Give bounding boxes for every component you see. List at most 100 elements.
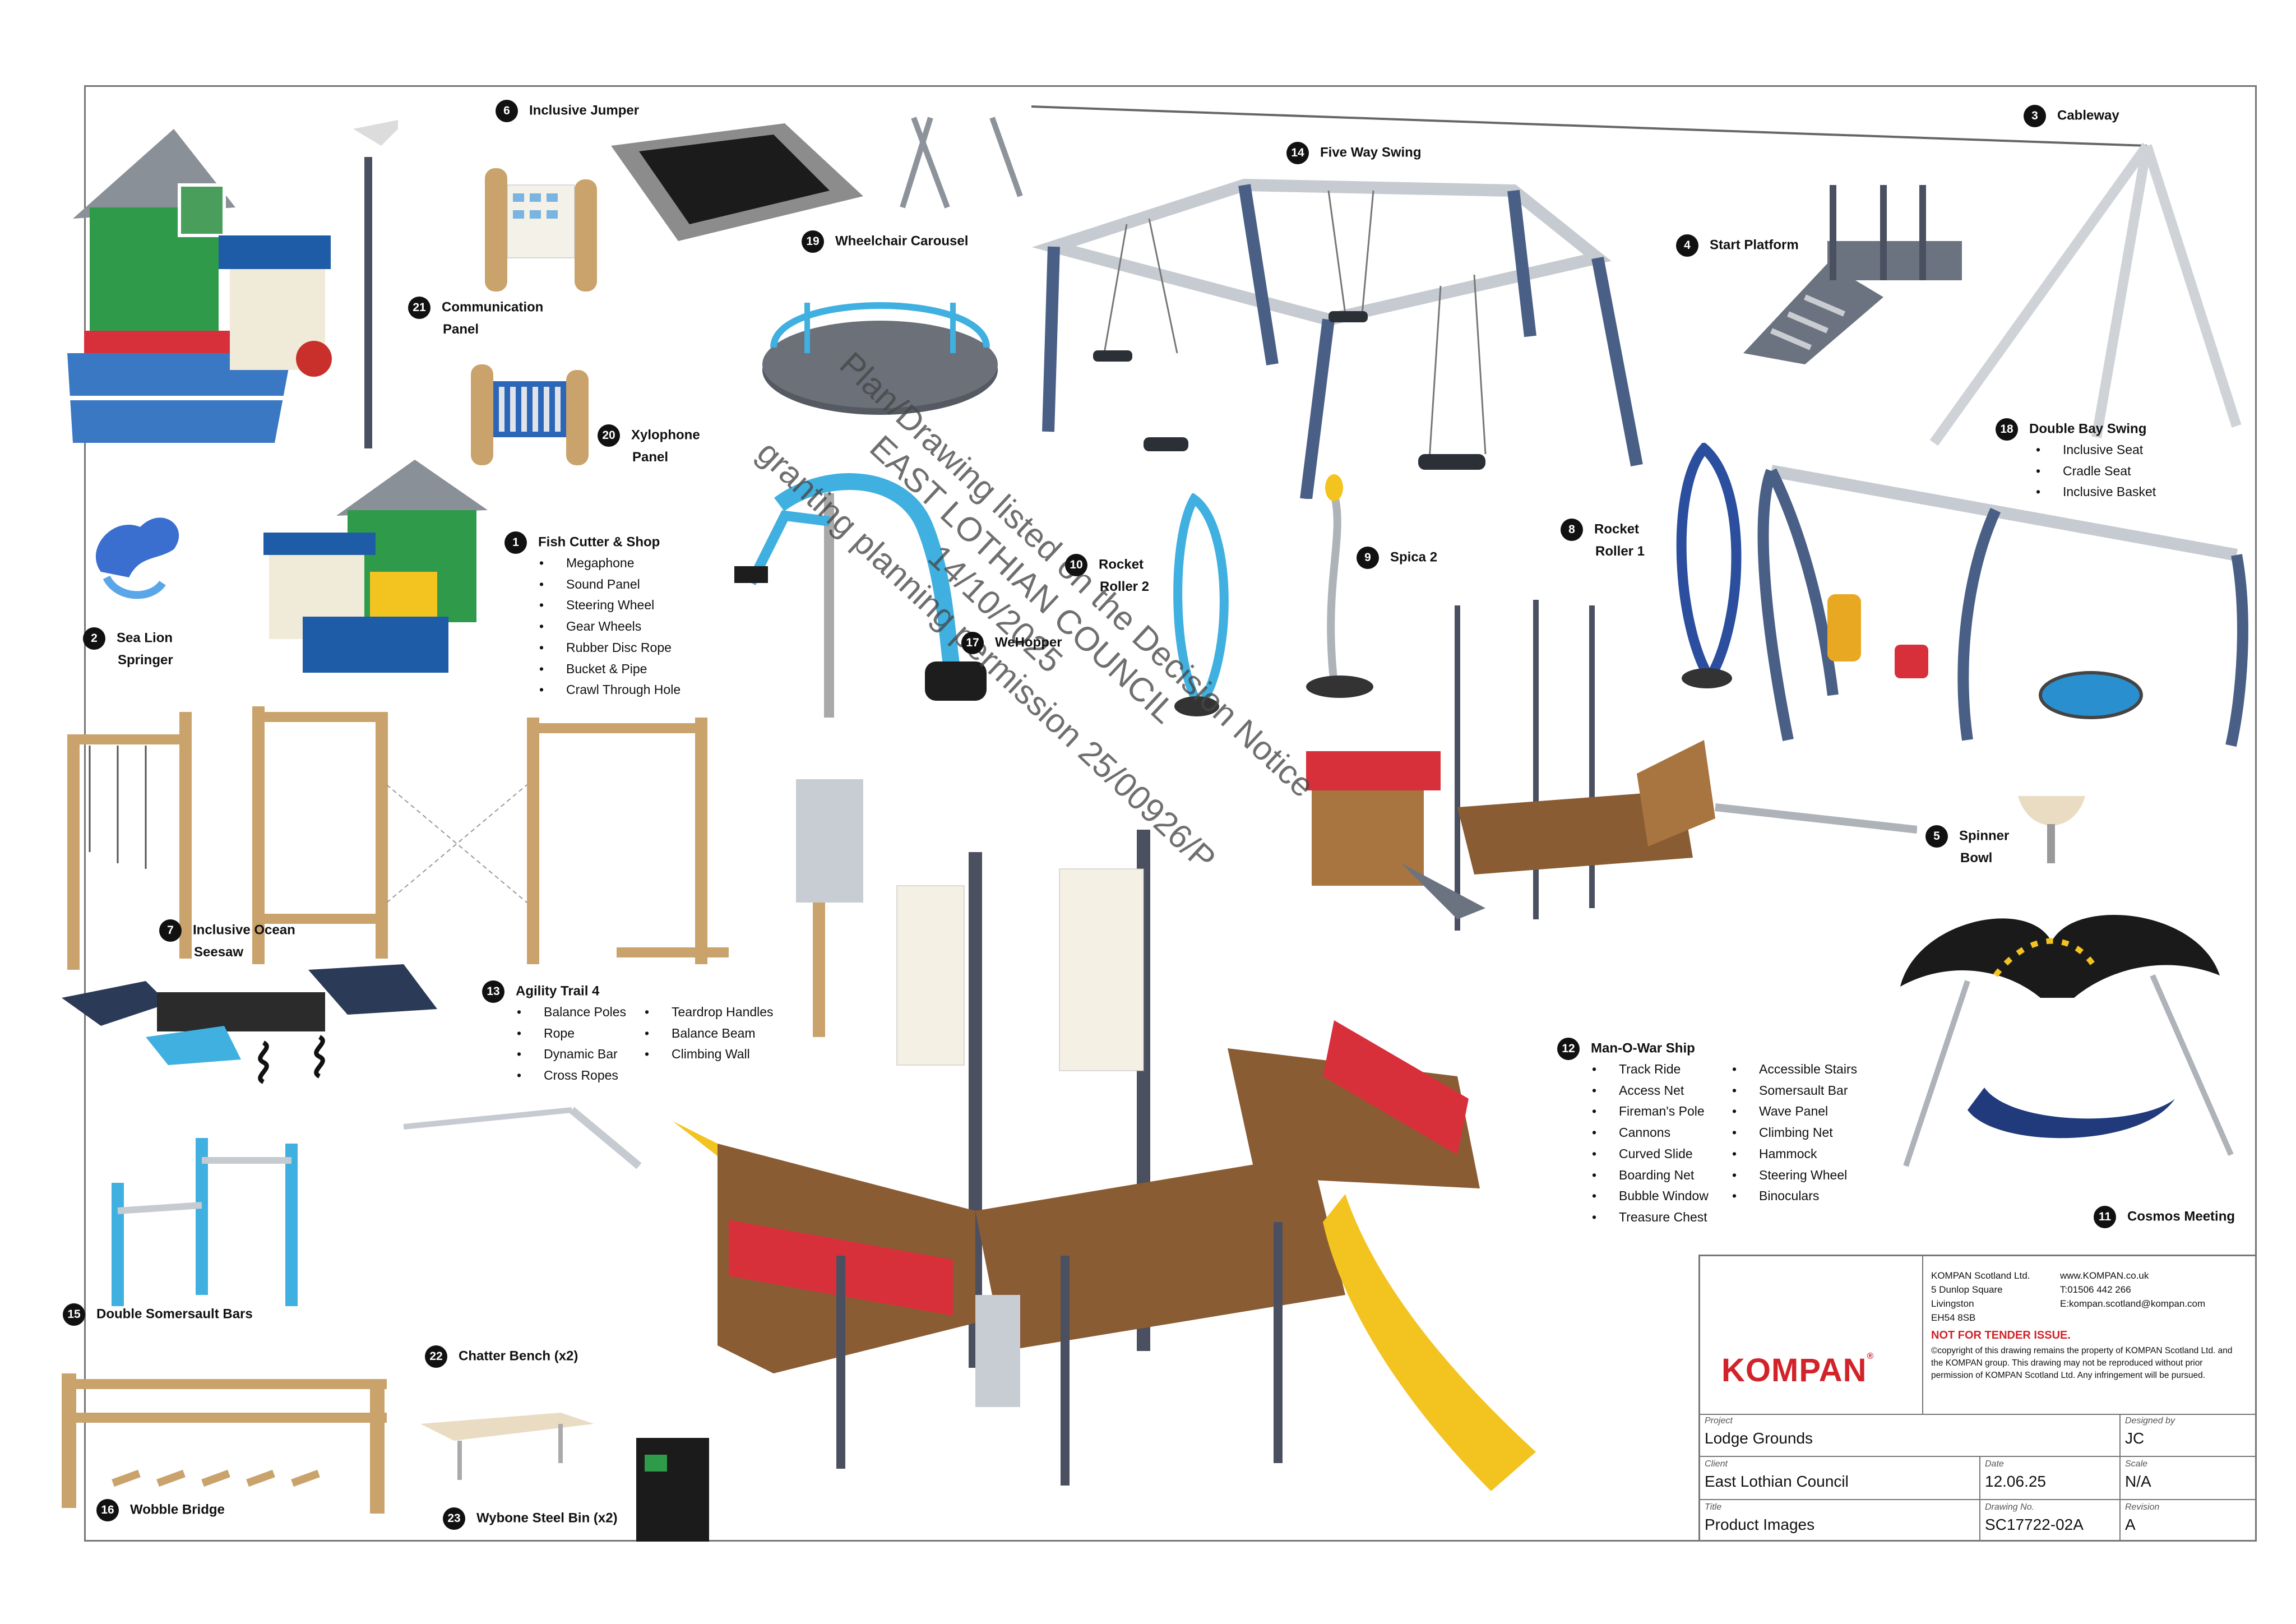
item-title: Five Way Swing (1320, 145, 1422, 160)
item-number-badge: 11 (2094, 1206, 2116, 1228)
item-number-badge: 13 (482, 980, 504, 1003)
feature-item: Teardrop Handles (645, 1002, 774, 1023)
field-label: Revision (2125, 1502, 2160, 1512)
item-number-badge: 17 (961, 632, 984, 654)
item-label-22: 22 Chatter Bench (x2) (425, 1345, 578, 1368)
item-title-line-2: Panel (443, 322, 479, 337)
item-title: Double Somersault Bars (96, 1306, 253, 1322)
feature-item: Climbing Net (1732, 1122, 1857, 1144)
man-o-war-features-col1: Track Ride Access Net Fireman's Pole Can… (1592, 1059, 1709, 1228)
feature-item: Crawl Through Hole (539, 679, 681, 701)
item-title-line-2: Seesaw (194, 945, 244, 960)
xylophone-panel-image (471, 364, 589, 465)
feature-item: Curved Slide (1592, 1144, 1709, 1165)
feature-item: Sound Panel (539, 574, 681, 595)
item-title-line-2: Roller 2 (1100, 579, 1150, 594)
item-number-badge: 12 (1557, 1038, 1580, 1060)
item-title: Wheelchair Carousel (835, 233, 969, 249)
website: www.KOMPAN.co.uk (2060, 1270, 2149, 1281)
item-number-badge: 22 (425, 1345, 447, 1368)
feature-item: Rope (517, 1023, 626, 1044)
item-label-4: 4 Start Platform (1676, 234, 1799, 257)
item-title: Spica 2 (1390, 549, 1438, 565)
feature-item: Inclusive Basket (2036, 482, 2156, 503)
fish-shop-image (263, 460, 488, 673)
item-title: Fish Cutter & Shop (538, 534, 660, 550)
field-label: Project (1705, 1416, 1733, 1426)
somersault-bars-image (112, 1138, 298, 1306)
item-title-line-2: Roller 1 (1595, 544, 1645, 559)
feature-item: Hammock (1732, 1144, 1857, 1165)
item-label-13: 13 Agility Trail 4 (482, 980, 599, 1003)
item-label-9: 9 Spica 2 (1357, 547, 1437, 569)
logo-registered-mark: ® (1867, 1352, 1874, 1361)
item-title: Rocket (1594, 521, 1640, 537)
email: E:kompan.scotland@kompan.com (2060, 1298, 2206, 1309)
item-title: Cosmos Meeting (2127, 1209, 2235, 1224)
divider (1922, 1256, 1923, 1414)
item-number-badge: 7 (159, 919, 182, 942)
man-o-war-features-col2: Accessible Stairs Somersault Bar Wave Pa… (1732, 1059, 1857, 1207)
item-title: Inclusive Ocean (193, 922, 295, 938)
client-cell: Client East Lothian Council (1700, 1457, 1980, 1500)
item-title: Start Platform (1710, 237, 1799, 253)
item-label-1: 1 Fish Cutter & Shop (504, 531, 660, 554)
drawing-number-value: SC17722-02A (1985, 1516, 2084, 1533)
agility-trail-image (67, 706, 863, 1037)
item-number-badge: 14 (1286, 142, 1309, 164)
item-label-7: 7 Inclusive Ocean Seesaw (159, 919, 295, 963)
item-number-badge: 4 (1676, 234, 1698, 257)
item-number-badge: 9 (1357, 547, 1379, 569)
address-line: EH54 8SB (1931, 1312, 1976, 1323)
item-number-badge: 20 (598, 424, 620, 447)
field-label: Title (1705, 1502, 1722, 1512)
fish-cutter-image (67, 120, 398, 448)
feature-item: Gear Wheels (539, 616, 681, 637)
title-cell: Title Product Images (1700, 1500, 1980, 1540)
item-number-badge: 18 (1996, 418, 2018, 441)
feature-item: Bubble Window (1592, 1186, 1709, 1207)
feature-item: Steering Wheel (1732, 1165, 1857, 1186)
cableway-image (1031, 105, 2242, 446)
double-bay-swing-features: Inclusive Seat Cradle Seat Inclusive Bas… (2036, 439, 2156, 503)
phone: T:01506 442 266 (2060, 1284, 2131, 1295)
item-title: Double Bay Swing (2029, 421, 2147, 437)
designed-value: JC (2125, 1429, 2145, 1447)
item-label-18: 18 Double Bay Swing (1996, 418, 2146, 441)
item-number-badge: 1 (504, 531, 527, 554)
scale-cell: Scale N/A (2121, 1457, 2255, 1500)
item-title: Agility Trail 4 (516, 983, 600, 999)
kompan-logo: KOMPAN® (1721, 1352, 1874, 1389)
field-label: Date (1985, 1459, 2004, 1469)
client-value: East Lothian Council (1705, 1473, 1849, 1490)
feature-item: Megaphone (539, 553, 681, 574)
field-label: Client (1705, 1459, 1728, 1469)
communication-panel-image (485, 168, 597, 292)
item-number-badge: 19 (802, 230, 824, 253)
item-number-badge: 2 (83, 627, 105, 650)
revision-cell: Revision A (2121, 1500, 2255, 1540)
wybone-bin-image (636, 1438, 709, 1542)
revision-value: A (2125, 1516, 2136, 1533)
item-title: Xylophone (631, 427, 700, 443)
item-title: Wybone Steel Bin (x2) (476, 1510, 618, 1526)
wobble-bridge-image (62, 1373, 387, 1514)
rocket-roller-2-image (1173, 493, 1229, 716)
feature-item: Steering Wheel (539, 595, 681, 616)
feature-item: Balance Poles (517, 1002, 626, 1023)
item-title: Chatter Bench (x2) (459, 1348, 578, 1364)
five-way-swing-image (900, 117, 1643, 499)
item-number-badge: 21 (408, 297, 430, 319)
field-label: Drawing No. (1985, 1502, 2035, 1512)
feature-item: Cannons (1592, 1122, 1709, 1144)
item-title-line-2: Panel (632, 450, 669, 465)
